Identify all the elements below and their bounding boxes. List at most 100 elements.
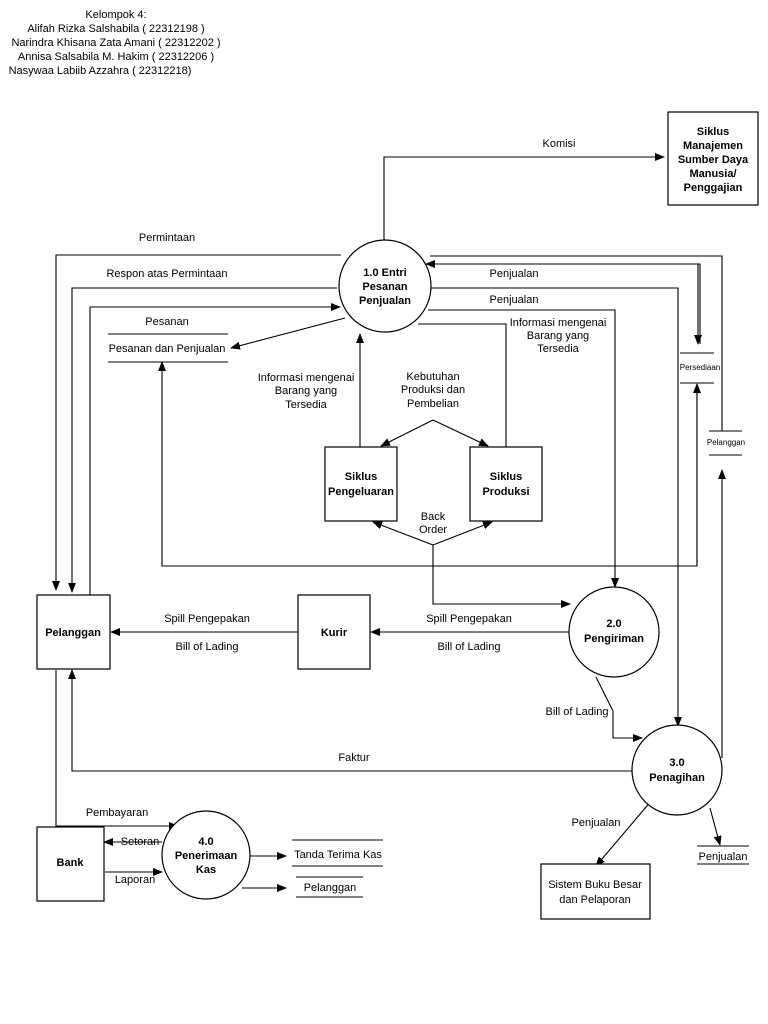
process-3-circle [631,724,723,816]
flow-kebutuhan-label-3: Pembelian [407,398,459,410]
group-header: Kelompok 4: Alifah Rizka Salshabila ( 22… [9,9,221,77]
flow-permintaan-line [52,254,341,591]
flow-respon-line [68,287,337,593]
entity-buku-besar-label-2: dan Pelaporan [559,894,631,906]
flow-info-kanan-line [418,323,507,447]
flow-info-kanan-label-3: Tersedia [537,343,579,355]
process-3-label-2: Penagihan [649,772,705,784]
flow-p1-to-p3-line [430,287,682,727]
flow-kebutuhan-label-1: Kebutuhan [406,371,459,383]
process-4[interactable]: 4.0 Penerimaan Kas [161,810,251,900]
process-4-label-3: Kas [196,864,216,876]
entity-sdm-label-1: Siklus [697,126,729,138]
store-pelanggan-kas-label: Pelanggan [304,882,357,894]
process-4-circle [161,810,251,900]
process-3[interactable]: 3.0 Penagihan [631,724,723,816]
store-penjualan-label: Penjualan [699,851,748,863]
header-line-1: Kelompok 4: [85,9,146,21]
flow-bill-kiri-label: Bill of Lading [176,641,239,653]
flow-lines [52,153,726,892]
entity-pengeluaran[interactable]: Siklus Pengeluaran [324,446,398,522]
flow-pelanggan-store-line [430,255,723,431]
flow-penjualan-b-label: Penjualan [490,294,539,306]
store-persediaan-label: Persediaan [680,363,720,372]
flow-laporan-label: Laporan [115,874,155,886]
store-pesanan-label: Pesanan dan Penjualan [109,343,226,355]
entity-bank-box [36,826,105,902]
entity-pengeluaran-label-2: Pengeluaran [328,486,394,498]
entity-buku-besar-label-1: Sistem Buku Besar [548,879,642,891]
store-pelanggan-kas[interactable]: Pelanggan [296,876,363,898]
flow-info-kanan-label-1: Informasi mengenai [510,317,607,329]
flow-kebutuhan-left-line [380,419,434,447]
flow-backorder-label-1: Back [421,511,446,523]
entity-kurir-box [297,594,371,670]
header-line-4: Annisa Salsabila M. Hakim ( 22312206 ) [18,51,214,63]
store-persediaan[interactable]: Persediaan [680,352,720,384]
entity-sdm-box [667,111,759,206]
flow-info-kiri-label-3: Tersedia [285,399,327,411]
flow-spill-kiri-label: Spill Pengepakan [164,613,250,625]
entity-kurir-label: Kurir [321,627,348,639]
flow-backorder-to-p2-line [432,545,571,608]
flow-p3-to-penjualan-store-line [709,807,722,846]
store-penjualan[interactable]: Penjualan [697,845,749,865]
flow-komisi-line [383,153,665,240]
store-tanda-terima-label: Tanda Terima Kas [294,849,382,861]
entity-sdm-label-4: Manusia/ [689,168,736,180]
entity-produksi[interactable]: Siklus Produksi [469,446,543,522]
flow-info-kanan-label-2: Barang yang [527,330,589,342]
flow-bill-kanan-label: Bill of Lading [438,641,501,653]
store-pesanan[interactable]: Pesanan dan Penjualan [108,333,228,363]
flow-faktur-line [68,669,632,772]
process-4-label-1: 4.0 [198,836,213,848]
process-2-label-1: 2.0 [606,618,621,630]
entity-produksi-label-2: Produksi [482,486,529,498]
flow-penjualan-b-line [428,309,619,588]
flow-bill-bawah-line [595,676,643,742]
flow-backorder-label-2: Order [419,524,447,536]
flow-pesanan-label: Pesanan [145,316,188,328]
flow-faktur-label: Faktur [338,752,370,764]
flow-spill-kanan-label: Spill Pengepakan [426,613,512,625]
entity-buku-besar-box [540,863,651,920]
entity-kurir[interactable]: Kurir [297,594,371,670]
flow-permintaan-label: Permintaan [139,232,195,244]
flow-bill-bawah-label: Bill of Lading [546,706,609,718]
entity-pelanggan-label: Pelanggan [45,627,101,639]
flow-penjualan-a-line [425,260,701,344]
flow-labels: Komisi Permintaan Respon atas Permintaan… [86,138,621,886]
entity-produksi-label-1: Siklus [490,471,522,483]
flow-pembayaran-label: Pembayaran [86,807,148,819]
process-1-label-1: 1.0 Entri [363,267,406,279]
store-pelanggan[interactable]: Pelanggan [707,430,745,456]
entity-bank-label: Bank [57,857,85,869]
process-2-label-2: Pengiriman [584,633,644,645]
flow-respon-label: Respon atas Permintaan [106,268,227,280]
entity-sdm[interactable]: Siklus Manajemen Sumber Daya Manusia/ Pe… [667,111,759,206]
process-1[interactable]: 1.0 Entri Pesanan Penjualan [338,239,432,333]
process-2[interactable]: 2.0 Pengiriman [568,586,660,678]
header-line-5: Nasywaa Labiib Azzahra ( 22312218) [9,65,192,77]
entity-sdm-label-2: Manajemen [683,140,743,152]
entity-buku-besar[interactable]: Sistem Buku Besar dan Pelaporan [540,863,651,920]
process-1-label-3: Penjualan [359,295,411,307]
process-1-circle [338,239,432,333]
flow-penjualan-a-label: Penjualan [490,268,539,280]
flow-kebutuhan-label-2: Produksi dan [401,384,465,396]
entity-produksi-box [469,446,543,522]
store-tanda-terima[interactable]: Tanda Terima Kas [292,839,383,867]
flow-backorder-left-line [372,521,434,546]
flow-info-kiri-label-2: Barang yang [275,385,337,397]
header-line-2: Alifah Rizka Salshabila ( 22312198 ) [27,23,204,35]
entity-pelanggan[interactable]: Pelanggan [36,594,111,670]
flow-penjualan-bawah-label: Penjualan [572,817,621,829]
entity-bank[interactable]: Bank [36,826,105,902]
process-4-label-2: Penerimaan [175,850,238,862]
flow-info-kiri-label-1: Informasi mengenai [258,372,355,384]
flow-penjualan-bawah-line [595,799,653,867]
header-line-3: Narindra Khisana Zata Amani ( 22312202 ) [11,37,220,49]
entity-sdm-label-5: Penggajian [684,182,743,194]
flow-kebutuhan-right-line [432,419,489,447]
